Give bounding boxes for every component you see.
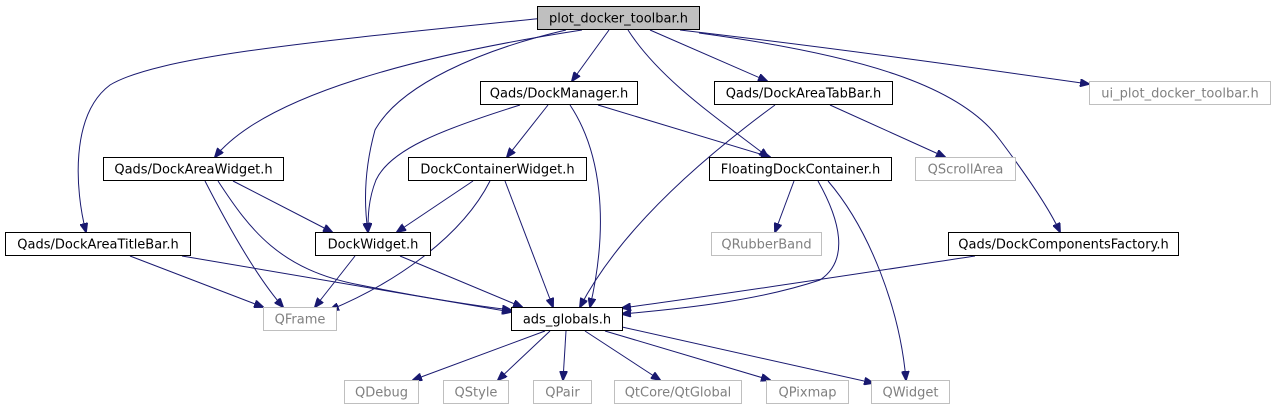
edge-dockmanager-to-floatingdockcontainer [597,104,770,157]
node-box-qdebug [344,380,419,404]
edge-root-to-dockareatabbar [649,29,767,81]
edge-dockareawidget-to-dockwidget [232,180,332,232]
node-label-dockareatabbar: Qads/DockAreaTabBar.h [726,87,882,102]
edge-dockareatitlebar-to-qframe [129,255,263,307]
edge-dockcontainerwidget-to-dockwidget [397,180,474,232]
edge-floatingdockcontainer-to-ads_globals [622,180,840,314]
edges-layer [77,17,1089,383]
node-box-dockmanager [480,81,638,105]
node-label-qtglobal: QtCore/QtGlobal [625,386,732,401]
node-label-qstyle: QStyle [455,386,498,401]
node-label-qdebug: QDebug [355,386,408,401]
edge-dockwidget-to-qframe [315,255,356,307]
node-qpixmap: QPixmap [766,380,849,404]
node-box-ui_toolbar [1089,81,1271,105]
node-qwidget: QWidget [871,380,950,404]
node-dockareatitlebar[interactable]: Qads/DockAreaTitleBar.h [5,232,191,256]
edge-root-to-dockwidget [366,29,567,232]
edge-dockareatitlebar-to-ads_globals [181,255,511,312]
node-box-dockcomponentsfactory [948,232,1179,256]
node-box-qtglobal [614,380,742,404]
edge-root-to-ui_toolbar [679,29,1089,84]
node-box-qrubberband [711,232,822,256]
node-dockcontainerwidget[interactable]: DockContainerWidget.h [408,157,587,181]
node-qstyle: QStyle [443,380,509,404]
edge-root-to-floatingdockcontainer [627,29,768,157]
edge-ads_globals-to-qwidget [621,326,873,383]
edge-dockmanager-to-ads_globals [569,104,601,307]
edge-dockmanager-to-dockcontainerwidget [507,104,549,157]
node-label-qframe: QFrame [275,313,326,328]
node-box-dockwidget [315,232,431,256]
node-label-floatingdockcontainer: FloatingDockContainer.h [721,163,881,178]
node-box-qpixmap [766,380,849,404]
edge-dockcontainerwidget-to-ads_globals [504,180,553,307]
node-qdebug: QDebug [344,380,419,404]
node-box-qstyle [443,380,509,404]
node-box-dockcontainerwidget [408,157,587,181]
node-box-ads_globals [511,307,623,331]
node-dockareawidget[interactable]: Qads/DockAreaWidget.h [103,157,284,181]
edge-dockcomponentsfactory-to-ads_globals [622,255,976,308]
node-box-dockareawidget [103,157,284,181]
edge-floatingdockcontainer-to-qrubberband [775,180,795,232]
edge-root-to-dockareawidget [215,29,583,157]
node-root[interactable]: plot_docker_toolbar.h [537,6,700,30]
node-qrubberband: QRubberBand [711,232,822,256]
node-label-qscrollarea: QScrollArea [928,163,1004,178]
node-qframe: QFrame [263,307,337,331]
edge-root-to-dockcomponentsfactory [698,32,1060,232]
node-ui_toolbar: ui_plot_docker_toolbar.h [1089,81,1271,105]
edge-ads_globals-to-qpair [563,330,566,380]
node-label-dockareawidget: Qads/DockAreaWidget.h [114,163,272,178]
edge-dockareatabbar-to-ads_globals [580,104,776,307]
node-label-qpair: QPair [545,386,580,401]
node-box-qpair [533,380,592,404]
node-label-qwidget: QWidget [882,386,938,401]
node-label-qrubberband: QRubberBand [721,238,811,253]
edge-ads_globals-to-qstyle [498,330,551,380]
edge-dockareawidget-to-ads_globals [217,180,511,310]
node-qpair: QPair [533,380,592,404]
node-box-root [537,6,700,30]
node-label-root: plot_docker_toolbar.h [549,12,688,27]
node-dockareatabbar[interactable]: Qads/DockAreaTabBar.h [714,81,893,105]
edge-floatingdockcontainer-to-qwidget [827,180,906,380]
node-qscrollarea: QScrollArea [915,157,1016,181]
edge-ads_globals-to-qdebug [413,330,546,380]
node-dockmanager[interactable]: Qads/DockManager.h [480,81,638,105]
node-label-dockwidget: DockWidget.h [328,238,419,253]
node-box-qframe [263,307,337,331]
edge-dockcontainerwidget-to-qframe [330,180,491,310]
node-dockwidget[interactable]: DockWidget.h [315,232,431,256]
node-ads_globals[interactable]: ads_globals.h [511,307,623,331]
node-box-dockareatitlebar [5,232,191,256]
node-label-dockcontainerwidget: DockContainerWidget.h [420,163,574,178]
node-box-qwidget [871,380,950,404]
node-label-dockareatitlebar: Qads/DockAreaTitleBar.h [17,238,178,253]
edge-root-to-dockareatitlebar [77,17,546,232]
node-label-dockcomponentsfactory: Qads/DockComponentsFactory.h [958,238,1169,253]
node-label-dockmanager: Qads/DockManager.h [490,87,628,102]
node-box-qscrollarea [915,157,1016,181]
node-floatingdockcontainer[interactable]: FloatingDockContainer.h [709,157,892,181]
node-dockcomponentsfactory[interactable]: Qads/DockComponentsFactory.h [948,232,1179,256]
edge-root-to-dockmanager [572,29,610,81]
edge-ads_globals-to-qpixmap [604,330,770,380]
node-label-ui_toolbar: ui_plot_docker_toolbar.h [1101,87,1258,102]
node-box-floatingdockcontainer [709,157,892,181]
node-label-qpixmap: QPixmap [779,386,837,401]
edge-dockareatabbar-to-qscrollarea [829,104,945,157]
node-qtglobal: QtCore/QtGlobal [614,380,742,404]
edge-ads_globals-to-qtglobal [584,330,660,380]
node-label-ads_globals: ads_globals.h [523,313,611,328]
edge-dockmanager-to-dockwidget [368,104,521,232]
edge-dockwidget-to-ads_globals [399,255,522,307]
edge-dockareawidget-to-qframe [204,180,283,307]
node-box-dockareatabbar [714,81,893,105]
